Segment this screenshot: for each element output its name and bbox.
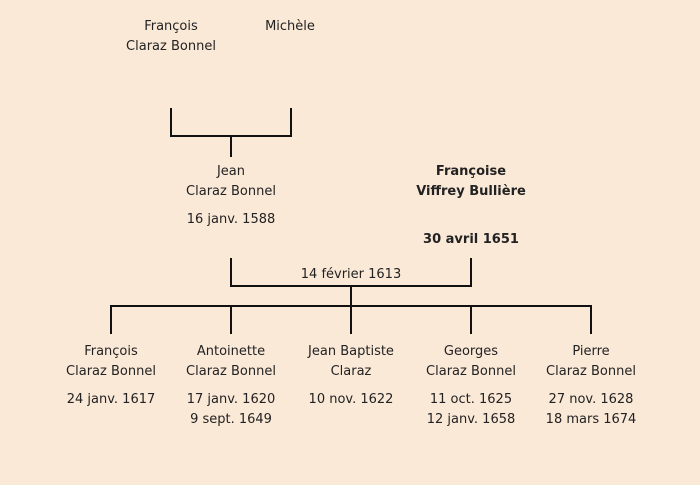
- birth-date: 16 janv. 1588: [186, 212, 276, 227]
- person-grandmother[interactable]: Michèle: [215, 17, 365, 37]
- person-child[interactable]: Antoinette Claraz Bonnel 17 janv. 1620 9…: [156, 342, 306, 430]
- death-date: 30 avril 1651: [423, 232, 519, 247]
- given-name: Antoinette: [196, 344, 266, 359]
- death-date: 9 sept. 1649: [190, 412, 272, 427]
- surname: Claraz: [330, 364, 372, 379]
- person-grandfather[interactable]: François Claraz Bonnel: [96, 17, 246, 57]
- birth-date: 27 nov. 1628: [548, 392, 634, 407]
- surname: Claraz Bonnel: [186, 184, 276, 199]
- surname: Claraz Bonnel: [66, 364, 156, 379]
- given-name: Jean Baptiste: [308, 344, 394, 359]
- birth-date: 24 janv. 1617: [66, 392, 156, 407]
- person-mother[interactable]: Françoise Viffrey Bullière 30 avril 1651: [396, 162, 546, 250]
- surname: Claraz Bonnel: [426, 364, 516, 379]
- birth-date: 10 nov. 1622: [308, 392, 394, 407]
- surname: Viffrey Bullière: [416, 184, 526, 199]
- birth-date: 17 janv. 1620: [186, 392, 276, 407]
- death-date: 18 mars 1674: [545, 412, 637, 427]
- person-father[interactable]: Jean Claraz Bonnel 16 janv. 1588: [156, 162, 306, 230]
- person-child[interactable]: Georges Claraz Bonnel 11 oct. 1625 12 ja…: [396, 342, 546, 430]
- person-child[interactable]: Pierre Claraz Bonnel 27 nov. 1628 18 mar…: [516, 342, 666, 430]
- death-date: 12 janv. 1658: [426, 412, 516, 427]
- surname: Claraz Bonnel: [546, 364, 636, 379]
- surname: Claraz Bonnel: [186, 364, 276, 379]
- given-name: Michèle: [265, 19, 315, 34]
- given-name: Georges: [443, 344, 499, 359]
- marriage-date: 14 février 1613: [300, 267, 402, 282]
- birth-date: 11 oct. 1625: [429, 392, 513, 407]
- given-name: Jean: [216, 164, 246, 179]
- given-name: Françoise: [435, 164, 507, 179]
- person-child[interactable]: François Claraz Bonnel 24 janv. 1617: [36, 342, 186, 410]
- surname: Claraz Bonnel: [126, 39, 216, 54]
- given-name: François: [144, 19, 198, 34]
- given-name: François: [84, 344, 138, 359]
- person-child[interactable]: Jean Baptiste Claraz 10 nov. 1622: [276, 342, 426, 410]
- given-name: Pierre: [572, 344, 610, 359]
